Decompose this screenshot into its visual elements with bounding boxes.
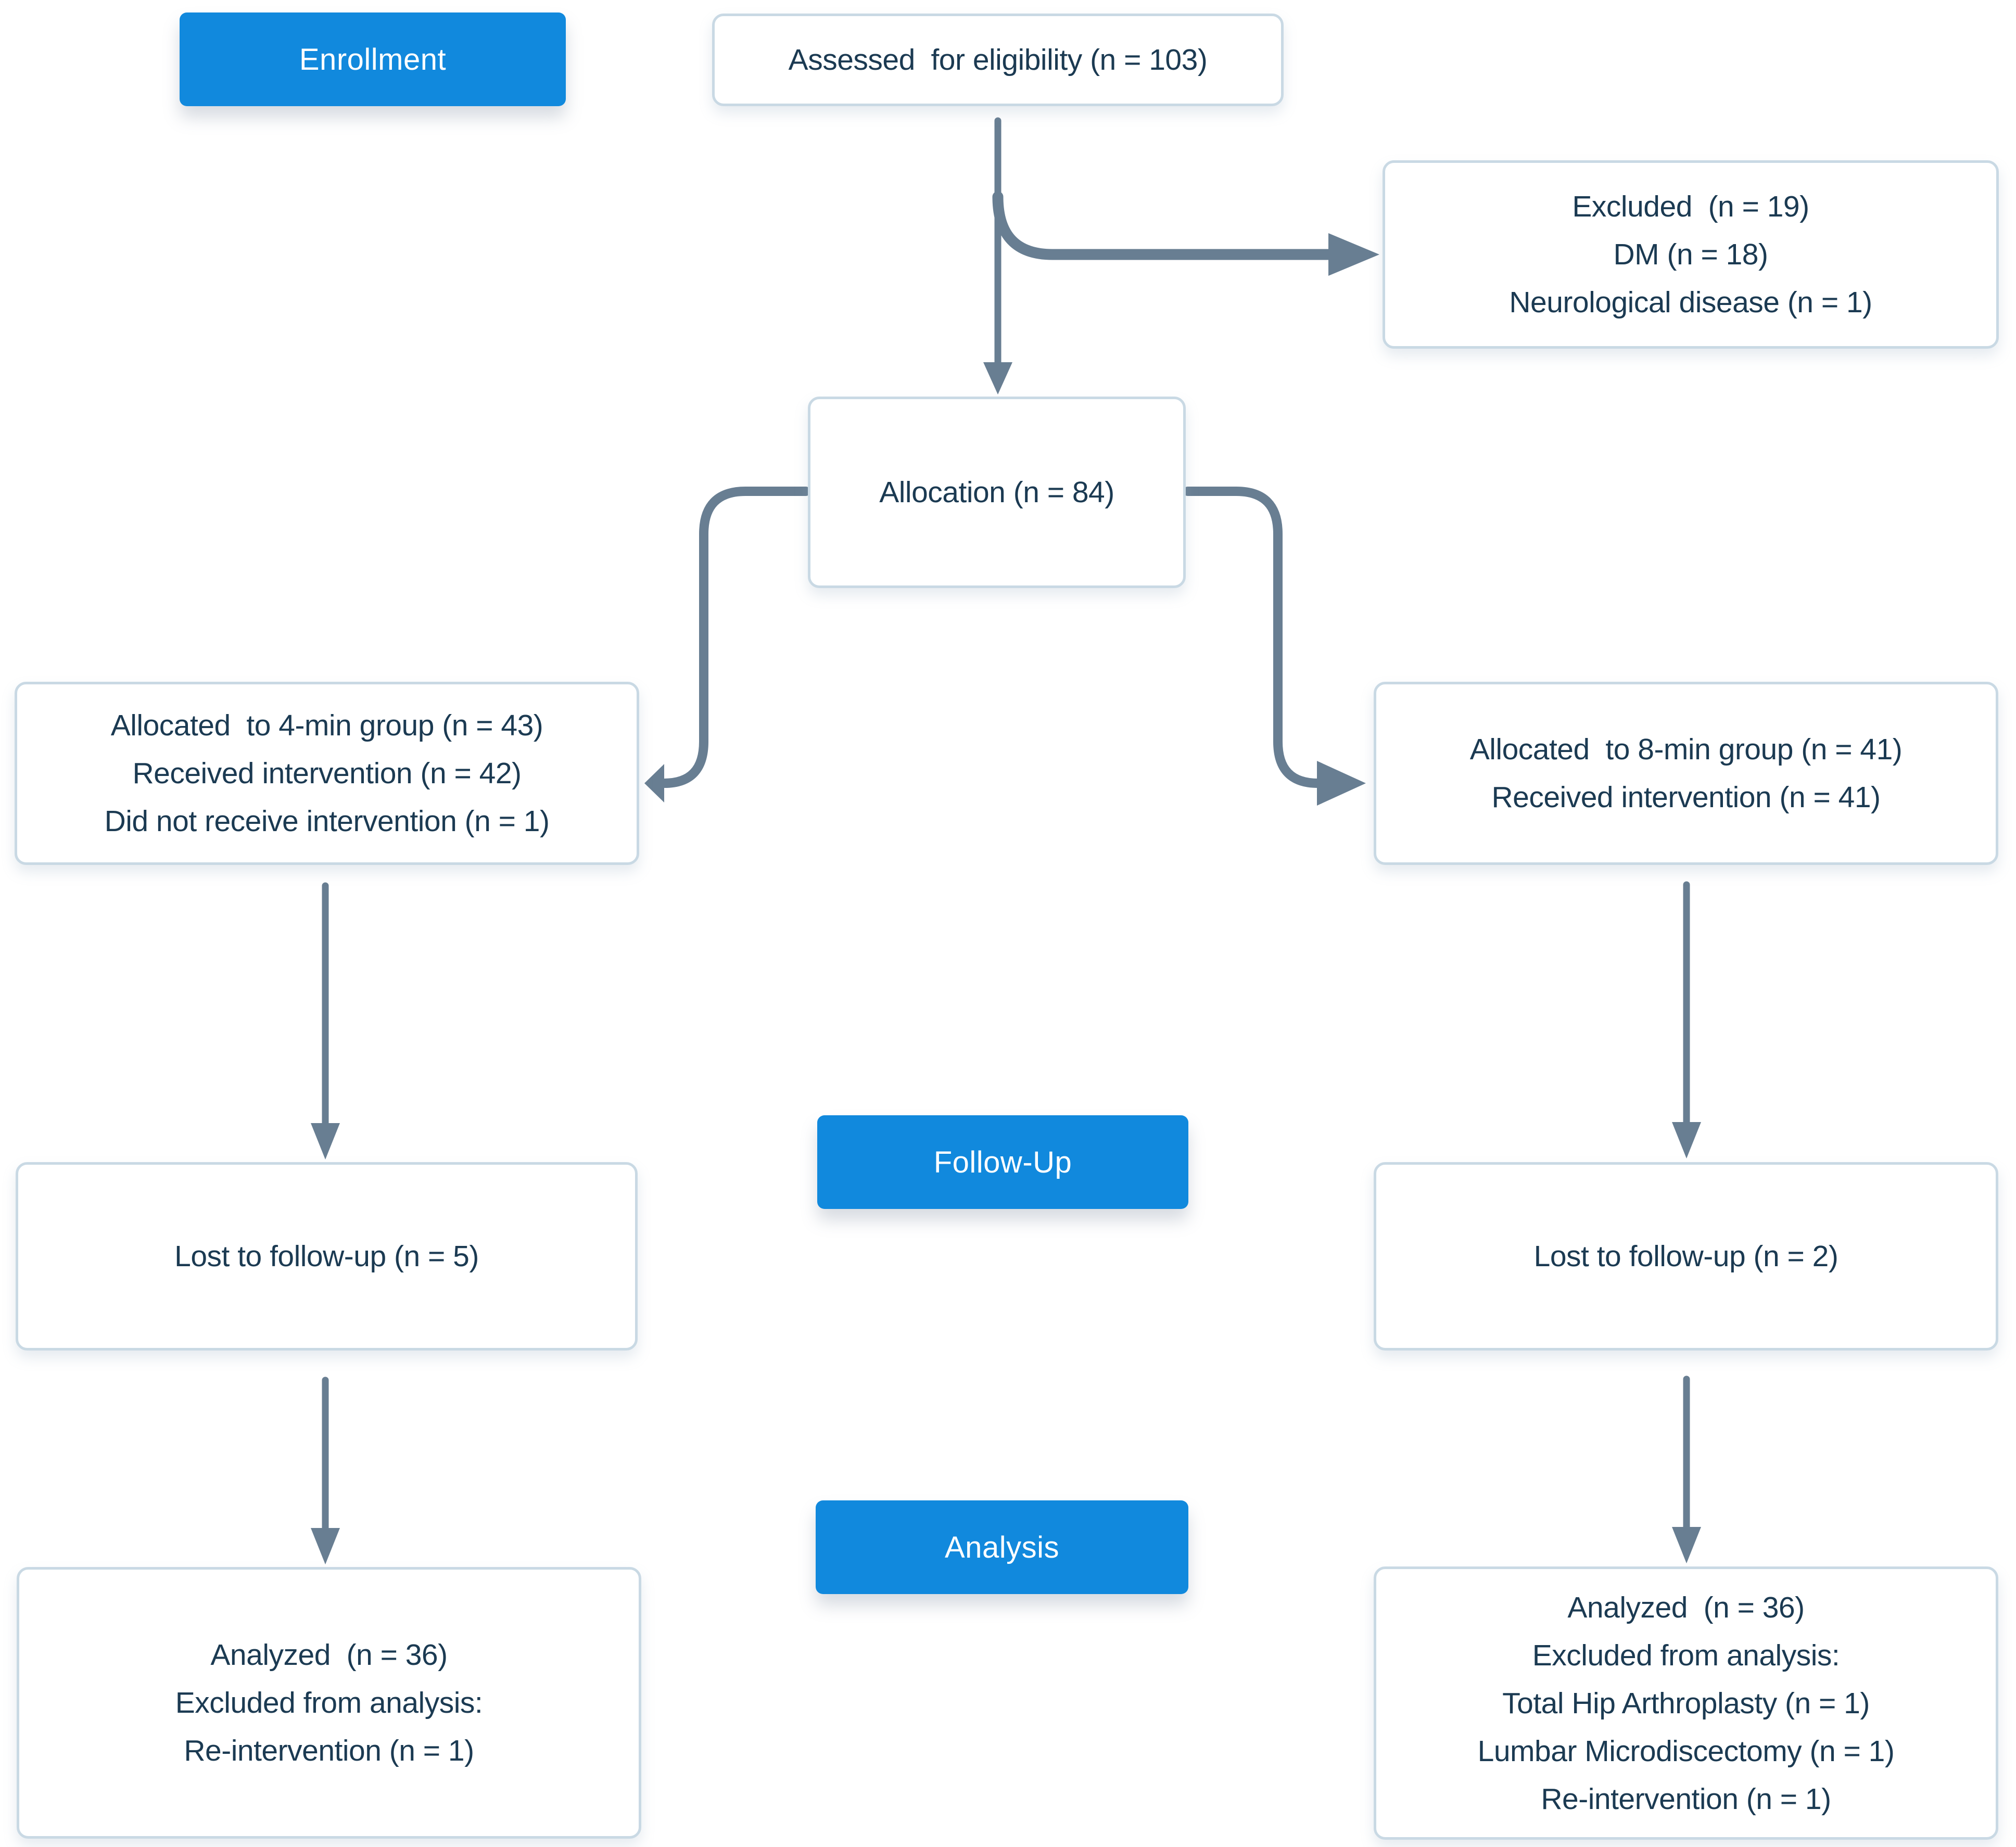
box-line: Lumbar Microdiscectomy (n = 1) [1477,1734,1895,1768]
box-excluded: Excluded (n = 19) DM (n = 18) Neurologic… [1383,160,1999,349]
arrowhead-allocation-to-8min [1317,761,1366,806]
stage-label-enrollment-text: Enrollment [299,42,447,77]
box-line: Neurological disease (n = 1) [1509,286,1872,319]
box-line: Excluded from analysis: [175,1686,483,1719]
arrowhead-allocation-to-4min [644,764,664,803]
box-line: Allocation (n = 84) [879,476,1114,509]
box-analyzed-4min: Analyzed (n = 36) Excluded from analysis… [17,1567,641,1839]
arrow-allocation-to-8min [1183,487,1323,788]
arrowhead-assessed-to-allocation [983,362,1012,394]
stage-label-followup: Follow-Up [817,1115,1188,1209]
box-line: Re-intervention (n = 1) [1541,1782,1831,1816]
box-line: Received intervention (n = 41) [1491,781,1881,814]
arrowhead-branch-to-excluded [1328,233,1379,276]
box-lost-to-followup-4min: Lost to follow-up (n = 5) [16,1162,638,1351]
arrowhead-lost8-to-analyzed [1672,1527,1701,1563]
box-line: DM (n = 18) [1613,238,1768,271]
box-analyzed-8min: Analyzed (n = 36) Excluded from analysis… [1374,1566,1998,1840]
box-line: Allocated to 4-min group (n = 43) [110,709,543,742]
box-allocated-8min-group: Allocated to 8-min group (n = 41) Receiv… [1374,682,1998,865]
box-assessed-for-eligibility: Assessed for eligibility (n = 103) [712,14,1284,106]
arrowhead-4min-to-lost [311,1123,340,1160]
box-line: Did not receive intervention (n = 1) [104,805,550,838]
arrowhead-lost4-to-analyzed [311,1528,340,1564]
box-line: Excluded (n = 19) [1572,190,1809,223]
box-line: Allocated to 8-min group (n = 41) [1469,733,1903,766]
box-allocated-4min-group: Allocated to 4-min group (n = 43) Receiv… [15,682,639,865]
box-line: Re-intervention (n = 1) [184,1734,474,1767]
arrow-branch-to-excluded [992,191,1334,260]
box-line: Analyzed (n = 36) [1567,1590,1805,1624]
box-allocation: Allocation (n = 84) [808,397,1186,588]
box-line: Analyzed (n = 36) [210,1638,448,1672]
stage-label-followup-text: Follow-Up [933,1145,1072,1179]
box-line: Excluded from analysis: [1532,1638,1840,1672]
box-line: Lost to follow-up (n = 2) [1533,1240,1839,1273]
box-line: Lost to follow-up (n = 5) [174,1240,479,1273]
box-line: Total Hip Arthroplasty (n = 1) [1502,1686,1870,1720]
stage-label-enrollment: Enrollment [180,12,566,106]
box-lost-to-followup-8min: Lost to follow-up (n = 2) [1374,1162,1998,1351]
stage-label-analysis-text: Analysis [945,1530,1059,1564]
box-line: Received intervention (n = 42) [132,757,522,790]
box-line: Assessed for eligibility (n = 103) [788,43,1208,77]
arrow-allocation-to-4min [660,487,810,788]
arrowhead-8min-to-lost [1672,1122,1701,1158]
stage-label-analysis: Analysis [816,1500,1188,1594]
